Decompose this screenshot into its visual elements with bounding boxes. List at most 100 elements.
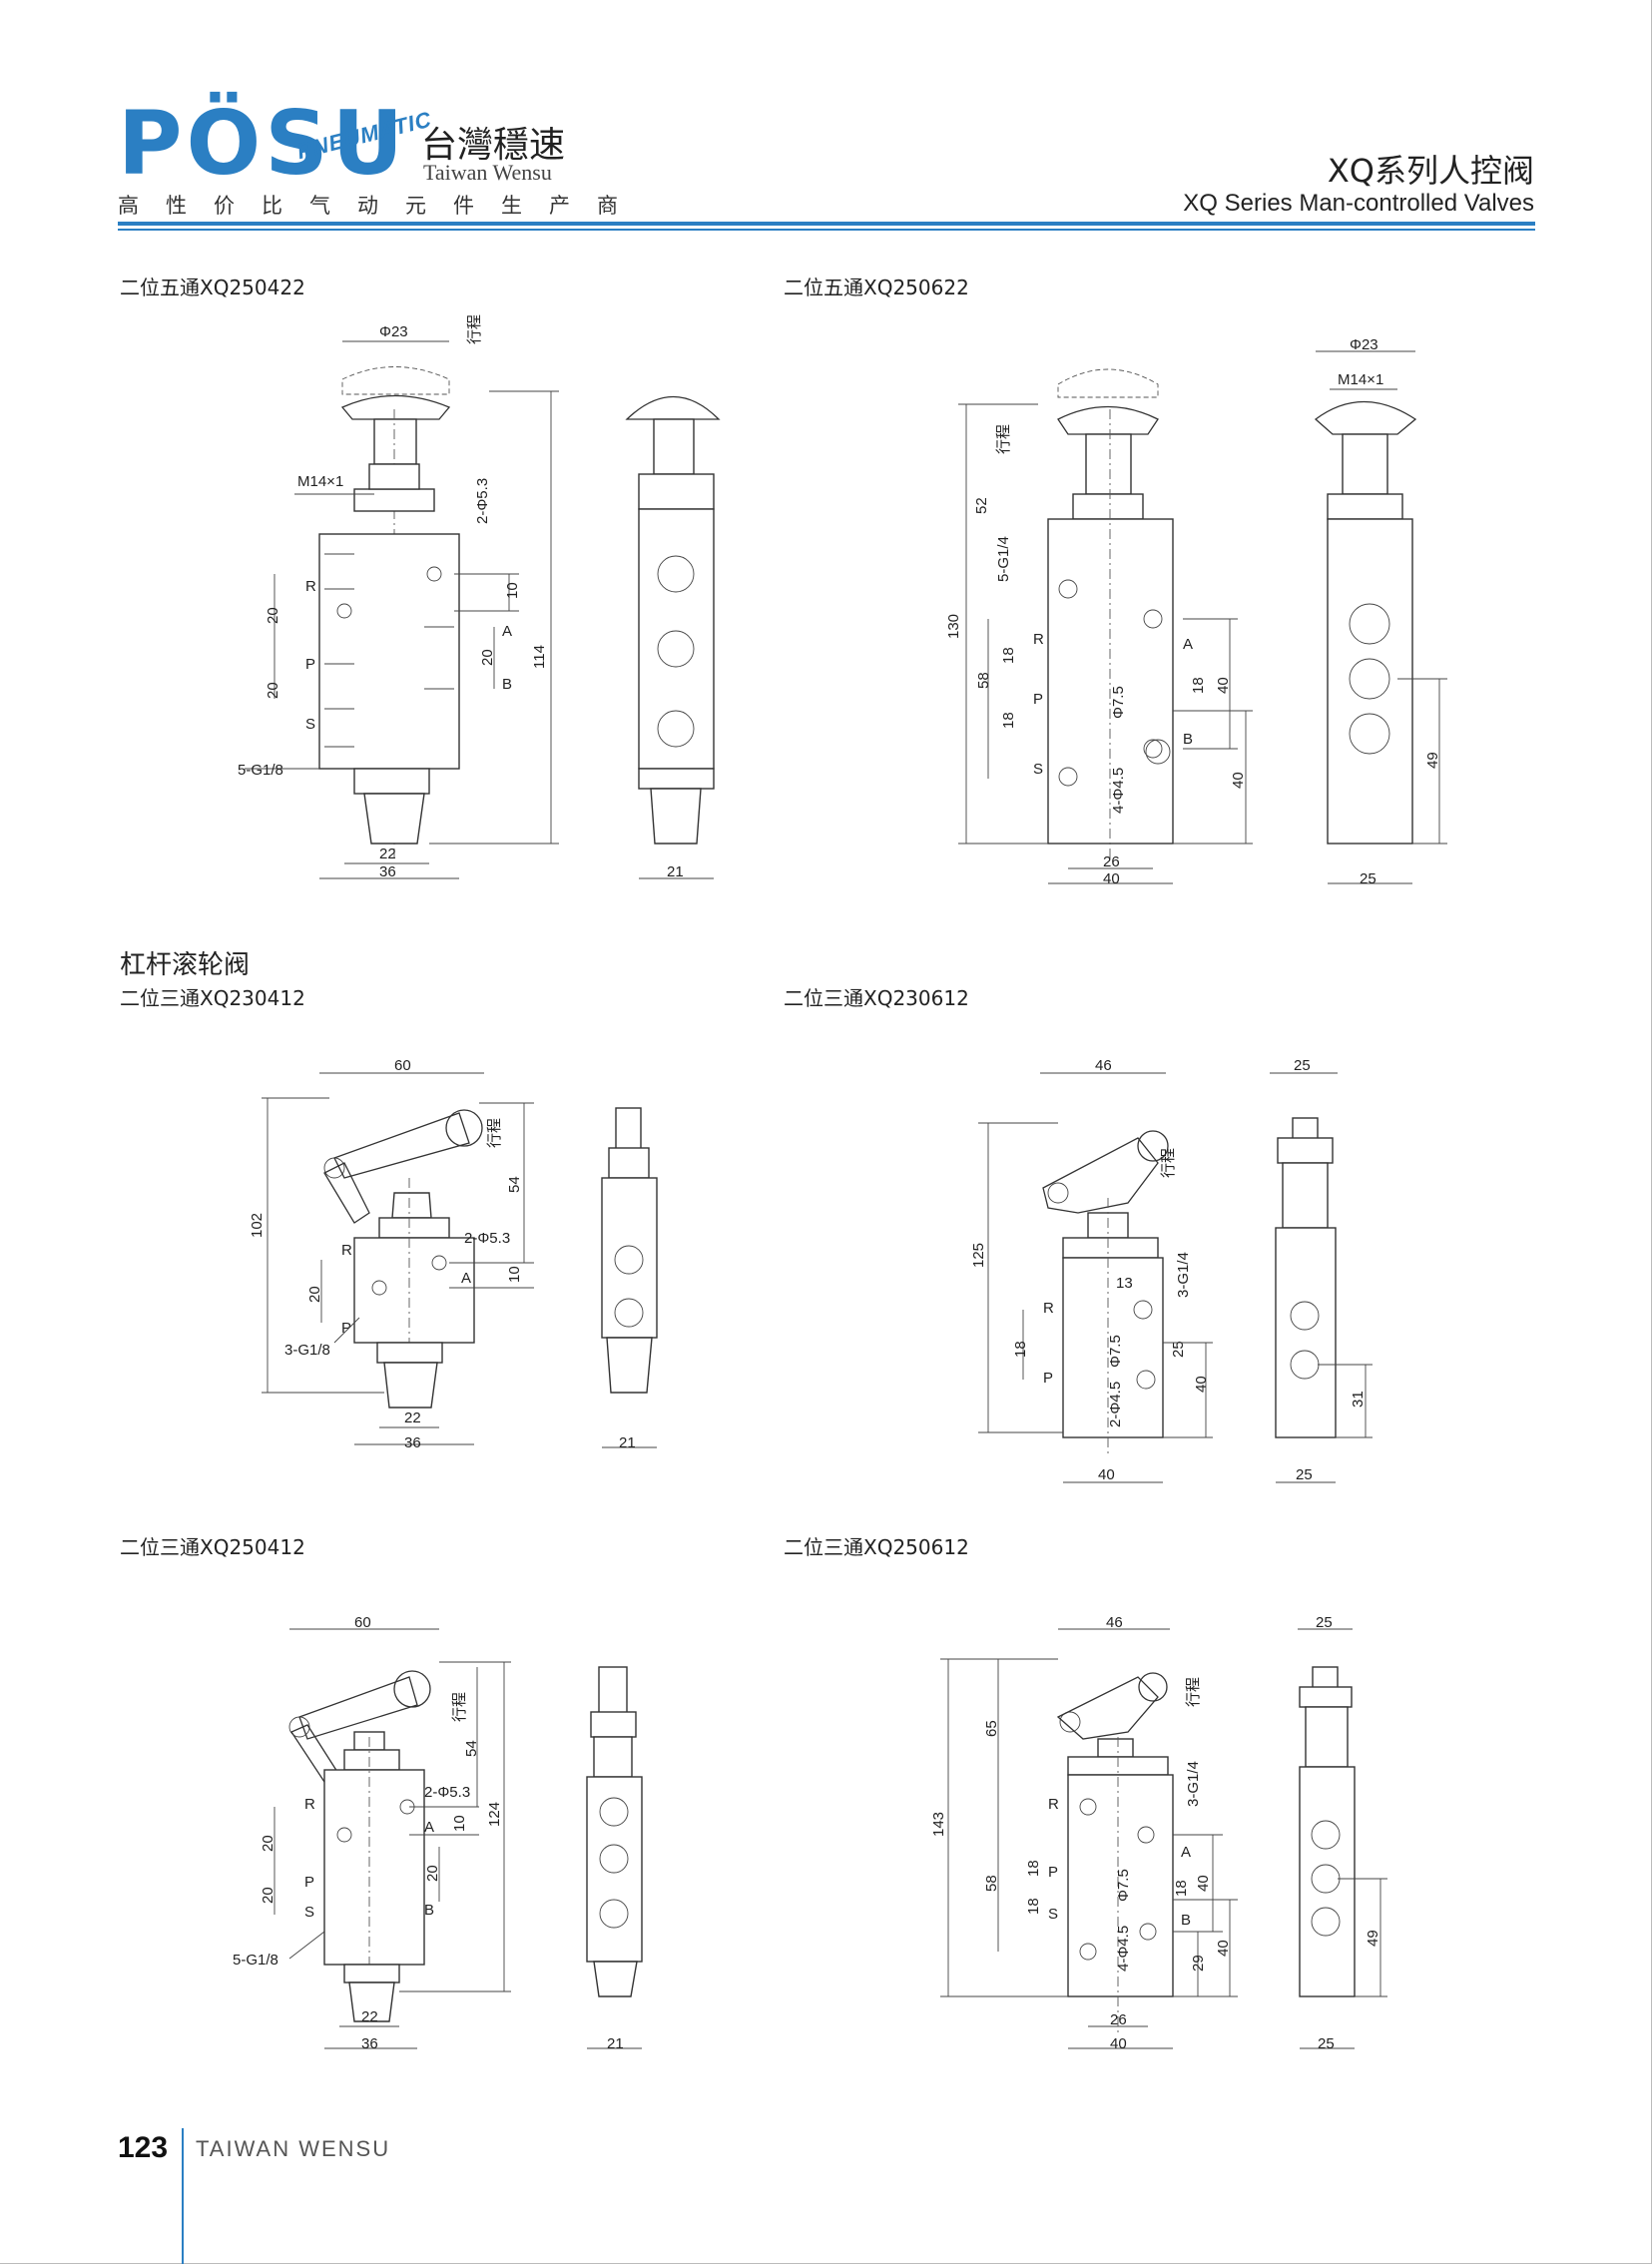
drawing-xq230612: 46 R P 行程 125 13 3-G1/4 Φ7.5 2-Φ4.5 18 2… — [970, 1057, 1373, 1483]
port-s-2: S — [1033, 761, 1043, 778]
dim-60-5: 60 — [354, 1614, 371, 1631]
dim-18b: 18 — [1000, 712, 1017, 729]
drawing-caption-1: 二位五通XQ250422 — [120, 276, 305, 299]
port-b-5: B — [424, 1902, 434, 1919]
port-p-2: P — [1033, 691, 1043, 708]
drawing-xq250422: Φ23 行程 114 M14×1 2-Φ5.3 10 20 A B R P S … — [238, 314, 721, 880]
dim-18a-6: 18 — [1025, 1860, 1042, 1877]
dim-40a: 40 — [1215, 677, 1232, 694]
dim-25w-6: 25 — [1318, 2035, 1335, 2052]
port-b-6: B — [1181, 1912, 1191, 1929]
port-a-3: A — [461, 1270, 471, 1287]
port-a-2: A — [1183, 636, 1193, 653]
port-p-6: P — [1048, 1864, 1058, 1881]
dim-124: 124 — [486, 1802, 503, 1827]
dim-phi75-4: Φ7.5 — [1107, 1335, 1124, 1368]
dim-10-5: 10 — [451, 1815, 468, 1832]
port-a: A — [502, 623, 512, 640]
dim-phi23: Φ23 — [379, 323, 408, 340]
port-a-5: A — [424, 1819, 434, 1836]
dim-20-3: 20 — [306, 1286, 323, 1303]
dim-102: 102 — [249, 1213, 266, 1238]
dim-stroke-3: 行程 — [486, 1118, 503, 1148]
dim-46-6: 46 — [1106, 1614, 1123, 1631]
dim-40b: 40 — [1230, 772, 1247, 789]
dim-10: 10 — [504, 582, 521, 599]
dim-20a: 20 — [265, 607, 281, 624]
dim-stroke-4: 行程 — [1160, 1148, 1177, 1178]
dim-18c-6: 18 — [1173, 1880, 1190, 1897]
dim-40w-6: 40 — [1110, 2035, 1127, 2052]
dim-20c: 20 — [479, 649, 496, 666]
dim-20b-5: 20 — [260, 1887, 276, 1904]
dim-holes-5: 2-Φ5.3 — [424, 1784, 470, 1801]
dim-54: 54 — [506, 1176, 523, 1193]
dim-40b-6: 40 — [1215, 1940, 1232, 1957]
dim-18b-6: 18 — [1025, 1898, 1042, 1915]
dim-22-3: 22 — [404, 1410, 421, 1426]
port-r-4: R — [1043, 1300, 1054, 1317]
header-rule-thin — [118, 229, 1535, 231]
port-a-6: A — [1181, 1844, 1191, 1861]
dim-143: 143 — [930, 1812, 947, 1837]
drawing-xq250612: 46 R P S A B 行程 143 65 58 18 18 3-G1/4 Φ… — [930, 1614, 1387, 2052]
port-b: B — [502, 676, 512, 693]
dim-21-3: 21 — [619, 1434, 636, 1451]
dim-stroke-5: 行程 — [451, 1692, 468, 1722]
port-s: S — [305, 716, 315, 733]
dim-m14-2: M14×1 — [1338, 371, 1383, 388]
dim-phi23-2: Φ23 — [1350, 336, 1378, 353]
dim-port-4: 3-G1/4 — [1175, 1252, 1192, 1298]
dim-114: 114 — [531, 645, 548, 669]
dim-m14: M14×1 — [297, 473, 343, 490]
dim-31: 31 — [1350, 1391, 1367, 1408]
dim-54-5: 54 — [463, 1740, 480, 1757]
dim-20b: 20 — [265, 682, 281, 699]
dim-36: 36 — [379, 863, 396, 880]
dim-phi75: Φ7.5 — [1110, 686, 1127, 719]
port-r: R — [305, 578, 316, 595]
dim-holes-2: 4-Φ4.5 — [1110, 768, 1127, 814]
port-p-5: P — [304, 1874, 314, 1891]
dim-stroke-6: 行程 — [1185, 1677, 1202, 1707]
port-b-2: B — [1183, 731, 1193, 748]
dim-130: 130 — [945, 614, 962, 639]
dim-40w-4: 40 — [1098, 1466, 1115, 1483]
dim-40a-6: 40 — [1195, 1875, 1212, 1892]
dim-holes-6: 4-Φ4.5 — [1115, 1926, 1132, 1972]
dim-holes: 2-Φ5.3 — [474, 478, 491, 524]
dim-52: 52 — [973, 497, 990, 514]
dim-18c: 18 — [1190, 677, 1207, 694]
dim-holes-4: 2-Φ4.5 — [1107, 1382, 1124, 1427]
page-title-cn: XQ系列人控阀 — [1327, 152, 1534, 190]
drawing-xq250412: 60 R P S A B 行程 54 124 2-Φ5.3 10 20 20 2… — [233, 1614, 643, 2052]
drawing-xq250622: R P S A B 130 52 行程 58 5-G1/4 18 18 Φ7.5… — [945, 336, 1447, 887]
dim-58-6: 58 — [983, 1875, 1000, 1892]
dim-25top-6: 25 — [1316, 1614, 1333, 1631]
dim-125: 125 — [970, 1243, 987, 1268]
dim-phi75-6: Φ7.5 — [1115, 1869, 1132, 1902]
port-s-6: S — [1048, 1906, 1058, 1923]
footer-rule — [182, 2128, 184, 2264]
dim-36-5: 36 — [361, 2035, 378, 2052]
dim-22-5: 22 — [361, 2008, 378, 2025]
brand-logo: PÖSU — [118, 92, 408, 195]
port-p-4: P — [1043, 1370, 1053, 1387]
dim-40-4: 40 — [1193, 1376, 1210, 1393]
dim-49-6: 49 — [1365, 1930, 1381, 1947]
brand-name-cn: 台灣穩速 — [421, 125, 566, 166]
dim-40: 40 — [1103, 870, 1120, 887]
dim-10-3: 10 — [506, 1266, 523, 1283]
dim-29: 29 — [1190, 1955, 1207, 1972]
port-r-2: R — [1033, 631, 1044, 648]
drawing-caption-3: 二位三通XQ230412 — [120, 986, 305, 1010]
section-title-lever-roller: 杠杆滚轮阀 — [120, 950, 251, 980]
header-rule — [118, 222, 1535, 226]
dim-18a: 18 — [1000, 647, 1017, 664]
port-r-3: R — [341, 1242, 352, 1259]
port-s-5: S — [304, 1904, 314, 1921]
drawing-caption-2: 二位五通XQ250622 — [784, 276, 969, 299]
brand-slogan: 高性价比气动元件生产商 — [118, 194, 645, 218]
dim-18-4: 18 — [1012, 1341, 1029, 1358]
